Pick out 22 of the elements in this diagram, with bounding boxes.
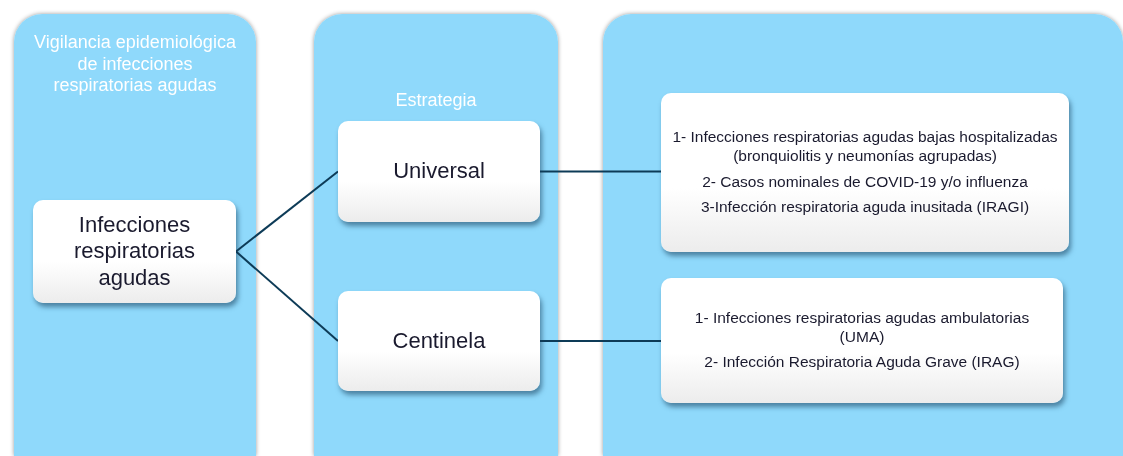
node-label: 1- Infecciones respiratorias agudas ambulatorias (UMA) — [693, 309, 1031, 347]
connector-line — [539, 170, 662, 173]
connector-line — [235, 170, 339, 253]
column-heading: Estrategia — [394, 89, 478, 112]
column-panel — [603, 14, 1123, 456]
node-label: 3-Infección respiratoria aguda inusitada (IRAGI) — [699, 198, 1031, 217]
node-label: Centinela — [391, 327, 487, 355]
rounded-box — [661, 278, 1063, 403]
node-label: 2- Infección Respiratoria Aguda Grave (IRAG) — [703, 353, 1021, 372]
rounded-box — [338, 121, 540, 222]
rounded-box — [338, 291, 540, 391]
column-heading: Vigilancia epidemiológica de infecciones respiratorias agudas — [33, 31, 237, 97]
rounded-box — [661, 93, 1069, 252]
node-label: Universal — [392, 158, 486, 185]
column-panel — [314, 14, 558, 456]
connector-line — [539, 340, 662, 342]
rounded-box — [33, 200, 236, 303]
connector-line — [235, 250, 339, 342]
column-panel — [14, 14, 256, 456]
node-label: 1- Infecciones respiratorias agudas bajas hospitalizadas (bronquiolitis y neumonías agrupadas) — [671, 128, 1059, 166]
node-label: Infecciones respiratorias agudas — [72, 211, 196, 292]
node-label: 2- Casos nominales de COVID-19 y/o influenza — [701, 172, 1029, 192]
